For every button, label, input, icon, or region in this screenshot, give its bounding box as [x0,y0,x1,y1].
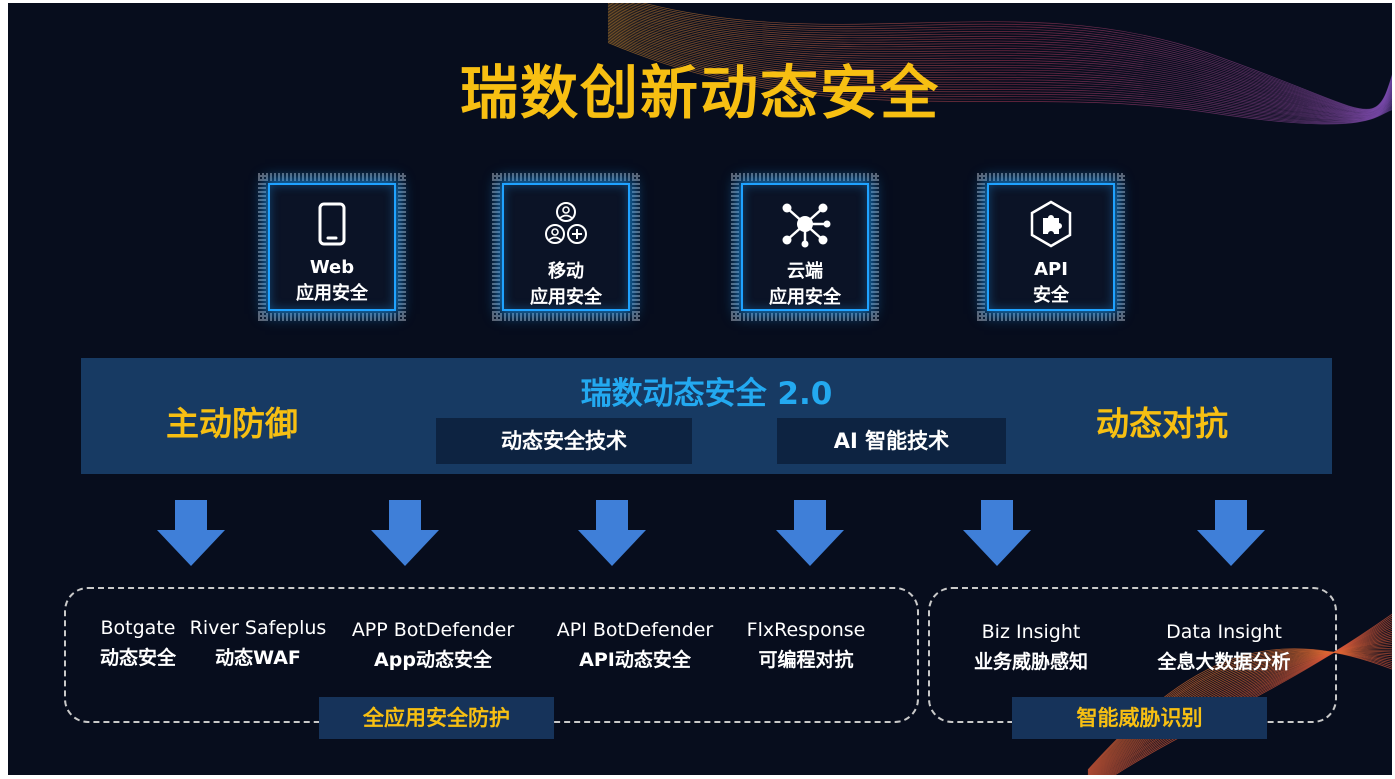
product-name-cn: 全息大数据分析 [1157,651,1291,673]
puzzle-piece-icon [989,200,1113,248]
chip-label-line2: 应用安全 [296,283,368,304]
chip-mobile-app-security: 移动 应用安全 [492,173,640,321]
chip-api-security: API 安全 [977,173,1125,321]
group-tag-threat-detection: 智能威胁识别 [1012,697,1267,739]
users-add-icon [504,201,628,247]
platform-banner: 瑞数动态安全 2.0 主动防御 动态对抗 动态安全技术 AI 智能技术 [81,358,1332,474]
chip-label-line1: 云端 [787,261,823,282]
chip-web-app-security: Web 应用安全 [258,173,406,321]
chip-label-line2: 应用安全 [530,287,602,308]
product-biz-insight: Biz Insight 业务威胁感知 [951,617,1111,677]
chip-body: 云端 应用安全 [741,183,869,311]
product-flxresponse: FlxResponse 可编程对抗 [726,615,886,675]
product-name-cn: 业务威胁感知 [973,651,1088,673]
product-botgate: Botgate 动态安全 [58,613,218,673]
product-name-cn: 动态WAF [215,647,301,669]
banner-right-label: 动态对抗 [1096,404,1228,443]
banner-tag-ai-tech: AI 智能技术 [777,418,1006,464]
product-api-botdefender: API BotDefender API动态安全 [540,615,730,675]
chip-body: API 安全 [987,183,1115,311]
slide-canvas: 瑞数创新动态安全 Web 应用安全 [8,3,1392,775]
down-arrow-icon [1197,500,1265,566]
product-name-cn: API动态安全 [579,649,691,671]
product-name-en: API BotDefender [556,619,714,641]
chip-label-line2: 应用安全 [769,287,841,308]
chip-body: Web 应用安全 [268,183,396,311]
down-arrow-icon [578,500,646,566]
product-name-en: River Safeplus [189,617,327,639]
product-name-en: Biz Insight [981,621,1081,643]
product-name-en: Botgate [100,617,176,639]
product-name-cn: App动态安全 [374,649,492,671]
product-data-insight: Data Insight 全息大数据分析 [1134,617,1314,677]
chip-label-line1: 移动 [548,261,584,282]
product-name-cn: 动态安全 [99,647,176,669]
banner-tag-dynamic-tech: 动态安全技术 [436,418,692,464]
chip-cloud-app-security: 云端 应用安全 [731,173,879,321]
chip-label-line1: API [1034,259,1068,280]
down-arrow-icon [371,500,439,566]
smartphone-icon [270,201,394,247]
down-arrow-icon [776,500,844,566]
banner-left-label: 主动防御 [166,404,298,443]
network-hub-icon [743,201,867,248]
chip-body: 移动 应用安全 [502,183,630,311]
chip-label-line1: Web [309,257,355,278]
chip-label-line2: 安全 [1033,285,1069,306]
banner-title: 瑞数动态安全 2.0 [580,376,833,412]
product-name-cn: 可编程对抗 [758,649,854,671]
down-arrow-icon [157,500,225,566]
product-app-botdefender: APP BotDefender App动态安全 [338,615,528,675]
down-arrow-icon [963,500,1031,566]
product-name-en: APP BotDefender [351,619,515,641]
group-tag-full-app-protection: 全应用安全防护 [319,697,554,739]
product-name-en: Data Insight [1166,621,1282,643]
product-name-en: FlxResponse [746,619,866,641]
slide-title: 瑞数创新动态安全 [459,59,940,127]
product-river-safeplus: River Safeplus 动态WAF [178,613,338,673]
